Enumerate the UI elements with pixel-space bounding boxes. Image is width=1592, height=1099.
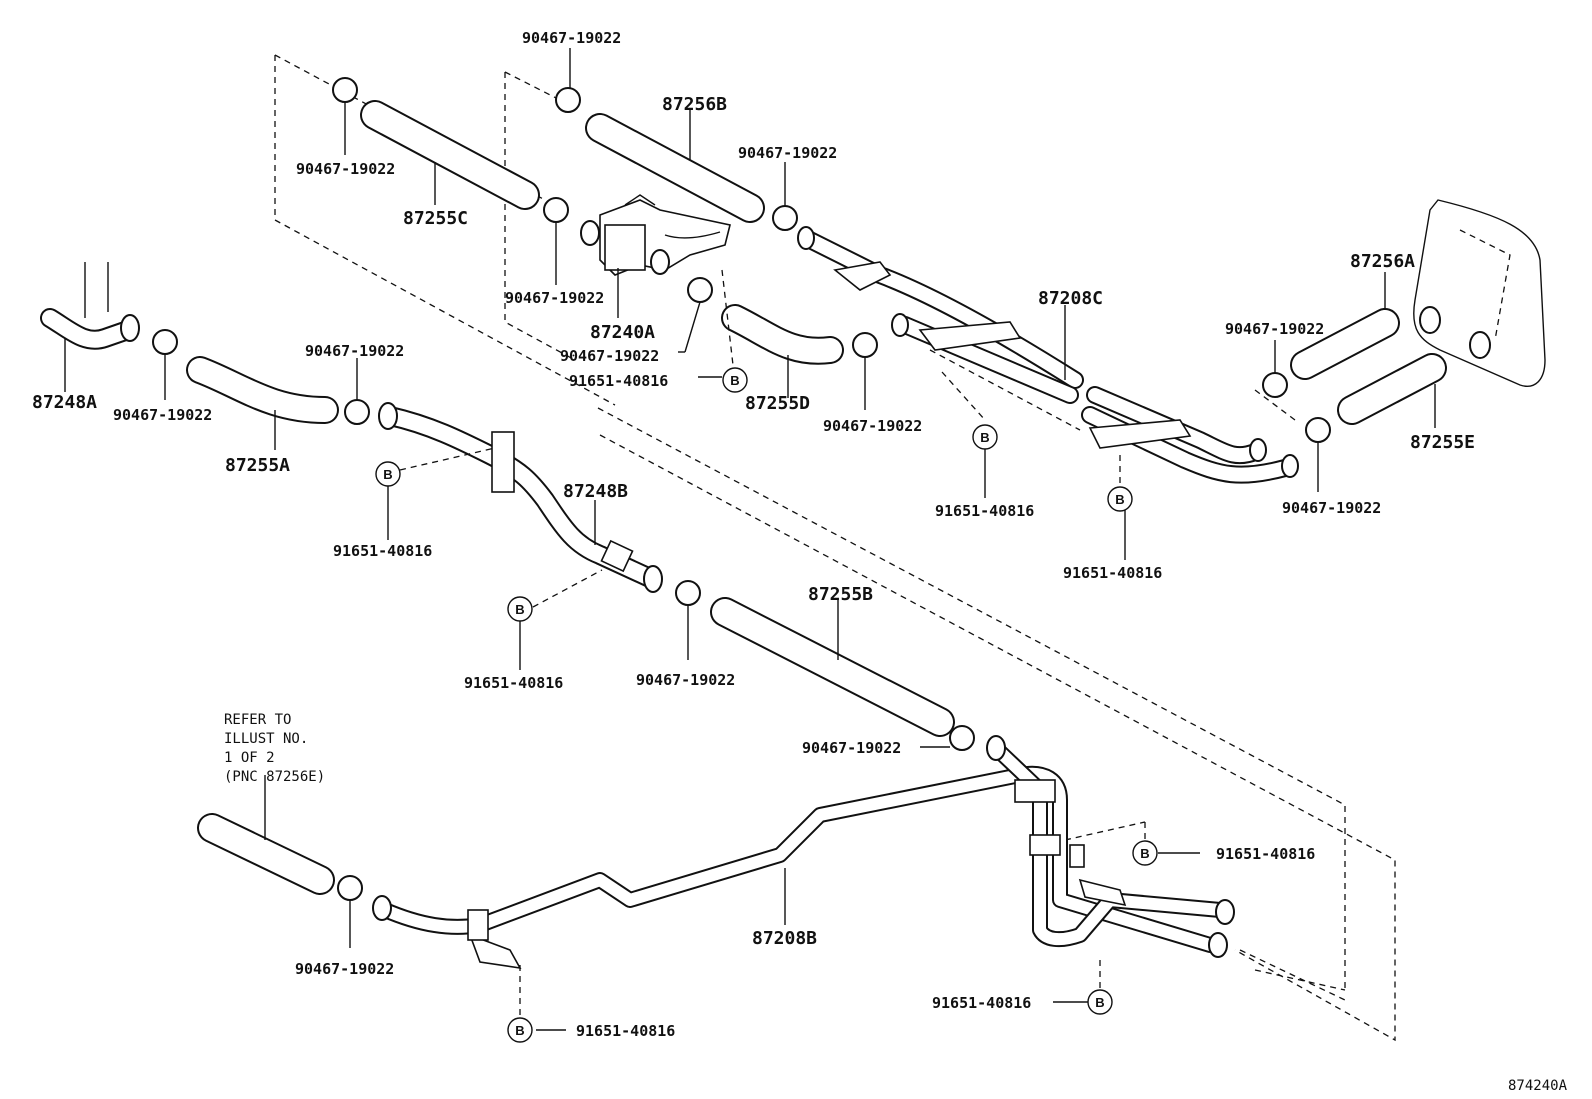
part-label: 87256B [662, 94, 727, 115]
part-label: 90467-19022 [823, 417, 922, 435]
bolt-symbols: B B B B B B B B [375, 367, 1158, 1043]
clamp-icon [687, 277, 713, 303]
figure-code: 874240A [1508, 1078, 1568, 1094]
svg-text:B: B [1140, 846, 1149, 861]
bolt-icon: B [722, 367, 748, 393]
svg-text:B: B [1115, 492, 1124, 507]
clamp-icon [337, 875, 363, 901]
clamp-icon [332, 77, 358, 103]
part-label: 91651-40816 [932, 994, 1031, 1012]
part-label: 91651-40816 [935, 502, 1034, 520]
hose-87255D [721, 304, 844, 365]
part-label: 91651-40816 [464, 674, 563, 692]
bolt-icon: B [375, 461, 401, 487]
hose-87255C [360, 100, 540, 210]
part-label: 90467-19022 [802, 739, 901, 757]
part-label: 90467-19022 [522, 29, 621, 47]
part-label: 87255A [225, 455, 290, 476]
part-label: 90467-19022 [296, 160, 395, 178]
clamp-icon [555, 87, 581, 113]
hose-87255E [1337, 353, 1447, 425]
reference-note-line: ILLUST NO. [224, 731, 308, 747]
hose-87256E [197, 813, 335, 895]
part-label: 87248B [563, 481, 628, 502]
svg-text:B: B [980, 430, 989, 445]
hose-87256B [585, 113, 765, 223]
clamp-icon [1262, 372, 1288, 398]
part-label: 90467-19022 [305, 342, 404, 360]
part-label: 90467-19022 [113, 406, 212, 424]
svg-text:B: B [1095, 995, 1104, 1010]
pipe-87248B [378, 402, 663, 593]
part-label: 91651-40816 [1216, 845, 1315, 863]
heater-unit [1413, 199, 1546, 387]
part-label: 87240A [590, 322, 655, 343]
clamp-icon [949, 725, 975, 751]
svg-text:B: B [515, 1023, 524, 1038]
part-label: 90467-19022 [1282, 499, 1381, 517]
part-labels: 90467-19022 90467-19022 90467-19022 9046… [32, 29, 1568, 1094]
leader-lines [64, 48, 1436, 1031]
svg-text:B: B [515, 602, 524, 617]
part-label: 91651-40816 [333, 542, 432, 560]
bolt-icon: B [507, 596, 533, 622]
part-label: 87255E [1410, 432, 1475, 453]
part-label: 90467-19022 [636, 671, 735, 689]
hose-87256A [1290, 308, 1400, 380]
part-label: 87255D [745, 393, 810, 414]
svg-text:B: B [383, 467, 392, 482]
part-label: 87248A [32, 392, 97, 413]
part-label: 87255B [808, 584, 873, 605]
pipe-87208C [797, 226, 1299, 484]
bolt-icon: B [1132, 840, 1158, 866]
valve-87240A [580, 194, 731, 276]
hose-87255A [186, 356, 339, 424]
reference-note-line: 1 OF 2 [224, 750, 275, 766]
part-label: 90467-19022 [738, 144, 837, 162]
part-label: 87255C [403, 208, 468, 229]
part-label: 90467-19022 [505, 289, 604, 307]
clamp-icon [543, 197, 569, 223]
part-label: 91651-40816 [1063, 564, 1162, 582]
clamp-icon [852, 332, 878, 358]
reference-note-line: (PNC 87256E) [224, 769, 325, 785]
hose-clamps [152, 77, 1331, 901]
clamp-icon [1305, 417, 1331, 443]
clamp-icon [772, 205, 798, 231]
part-label: 90467-19022 [1225, 320, 1324, 338]
part-label: 91651-40816 [569, 372, 668, 390]
part-label: 87208C [1038, 288, 1103, 309]
bolt-icon: B [1087, 989, 1113, 1015]
part-label: 87256A [1350, 251, 1415, 272]
part-label: 90467-19022 [295, 960, 394, 978]
hose-87255B [710, 597, 955, 737]
part-label: 87208B [752, 928, 817, 949]
svg-text:B: B [730, 373, 739, 388]
bolt-icon: B [507, 1017, 533, 1043]
clamp-icon [344, 399, 370, 425]
assembly-outline-lines [274, 54, 1396, 1042]
part-label: 91651-40816 [576, 1022, 675, 1040]
clamp-icon [675, 580, 701, 606]
clamp-icon [152, 329, 178, 355]
part-label: 90467-19022 [560, 347, 659, 365]
pipe-87208B [372, 735, 1235, 970]
bolt-icon: B [1107, 486, 1133, 512]
reference-note-line: REFER TO [224, 712, 291, 728]
bolt-icon: B [972, 424, 998, 450]
pipe-87248A [40, 262, 140, 350]
